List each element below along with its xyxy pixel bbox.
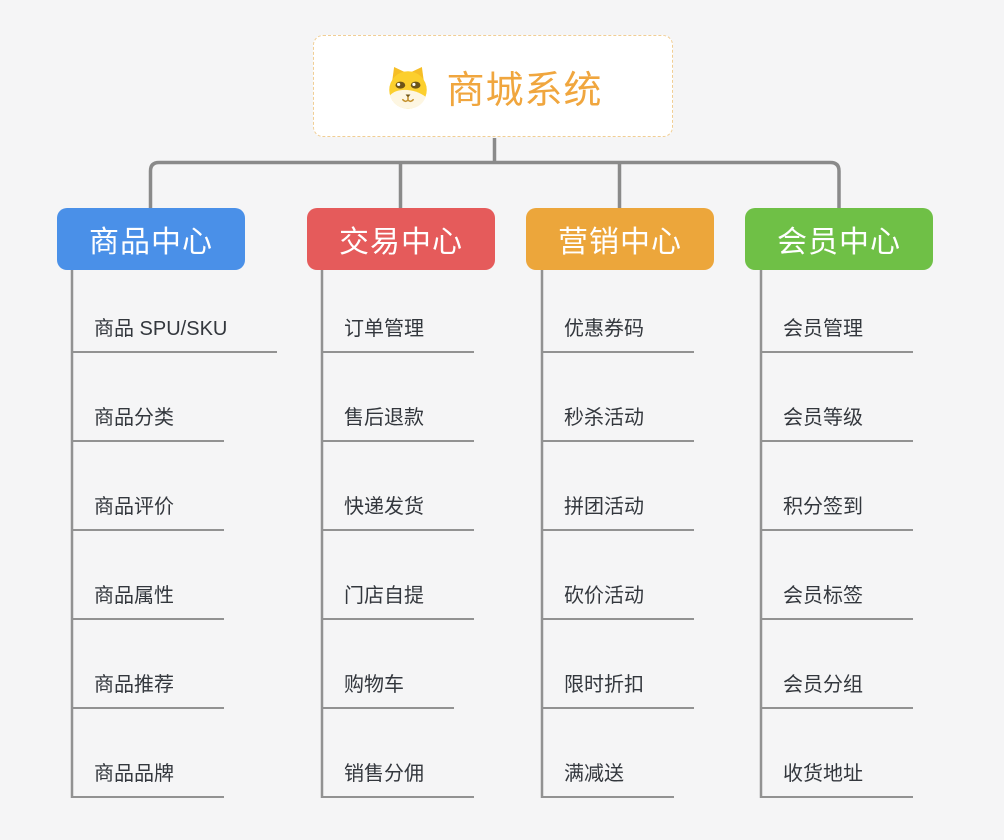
branch-member-center[interactable]: 会员中心 <box>745 208 933 270</box>
leaf-store-pickup[interactable]: 门店自提 <box>322 581 474 620</box>
leaf-order-management[interactable]: 订单管理 <box>322 314 474 353</box>
leaf-sales-commission[interactable]: 销售分佣 <box>322 759 474 798</box>
leaf-shopping-cart[interactable]: 购物车 <box>322 670 454 709</box>
leaf-group-buy[interactable]: 拼团活动 <box>542 492 694 531</box>
branch-marketing-center[interactable]: 营销中心 <box>526 208 714 270</box>
leaf-product-recommend[interactable]: 商品推荐 <box>72 670 224 709</box>
leaf-express-delivery[interactable]: 快递发货 <box>322 492 474 531</box>
leaf-product-review[interactable]: 商品评价 <box>72 492 224 531</box>
leaf-product-attribute[interactable]: 商品属性 <box>72 581 224 620</box>
root-node[interactable]: 商城系统 <box>313 35 673 137</box>
connector-rail <box>148 160 841 209</box>
leaf-product-spu-sku[interactable]: 商品 SPU/SKU <box>72 314 278 353</box>
leaf-flash-sale[interactable]: 秒杀活动 <box>542 403 694 442</box>
branch-product-center[interactable]: 商品中心 <box>57 208 245 270</box>
leaf-product-category[interactable]: 商品分类 <box>72 403 224 442</box>
leaf-shipping-address[interactable]: 收货地址 <box>761 759 913 798</box>
leaf-limited-time-discount[interactable]: 限时折扣 <box>542 670 694 709</box>
leaf-member-level[interactable]: 会员等级 <box>761 403 913 442</box>
leaf-product-brand[interactable]: 商品品牌 <box>72 759 224 798</box>
shiba-dog-icon <box>383 63 433 110</box>
root-title: 商城系统 <box>446 69 603 112</box>
leaf-points-checkin[interactable]: 积分签到 <box>761 492 913 531</box>
leaf-after-sale-refund[interactable]: 售后退款 <box>322 403 474 442</box>
leaf-member-management[interactable]: 会员管理 <box>761 314 913 353</box>
leaf-coupon-code[interactable]: 优惠券码 <box>542 314 694 353</box>
leaf-member-tag[interactable]: 会员标签 <box>761 581 913 620</box>
branch-trade-center[interactable]: 交易中心 <box>307 208 495 270</box>
leaf-full-reduction[interactable]: 满减送 <box>542 759 674 798</box>
leaf-bargain-activity[interactable]: 砍价活动 <box>542 581 694 620</box>
leaf-member-group[interactable]: 会员分组 <box>761 670 913 709</box>
